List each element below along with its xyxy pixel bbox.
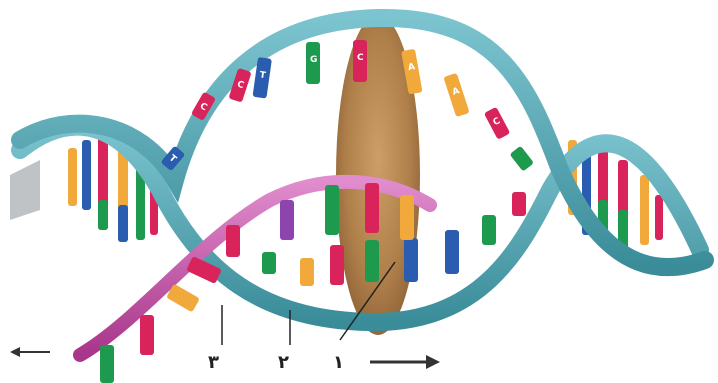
label-three: ٣ <box>208 352 219 373</box>
label-one: ١ <box>333 352 344 373</box>
label-two: ٢ <box>278 352 289 373</box>
right-direction-arrow <box>370 355 440 369</box>
dna-end-stub <box>10 160 40 220</box>
svg-text:C: C <box>357 53 364 63</box>
svg-text:G: G <box>310 55 317 65</box>
left-direction-arrow <box>10 347 50 357</box>
